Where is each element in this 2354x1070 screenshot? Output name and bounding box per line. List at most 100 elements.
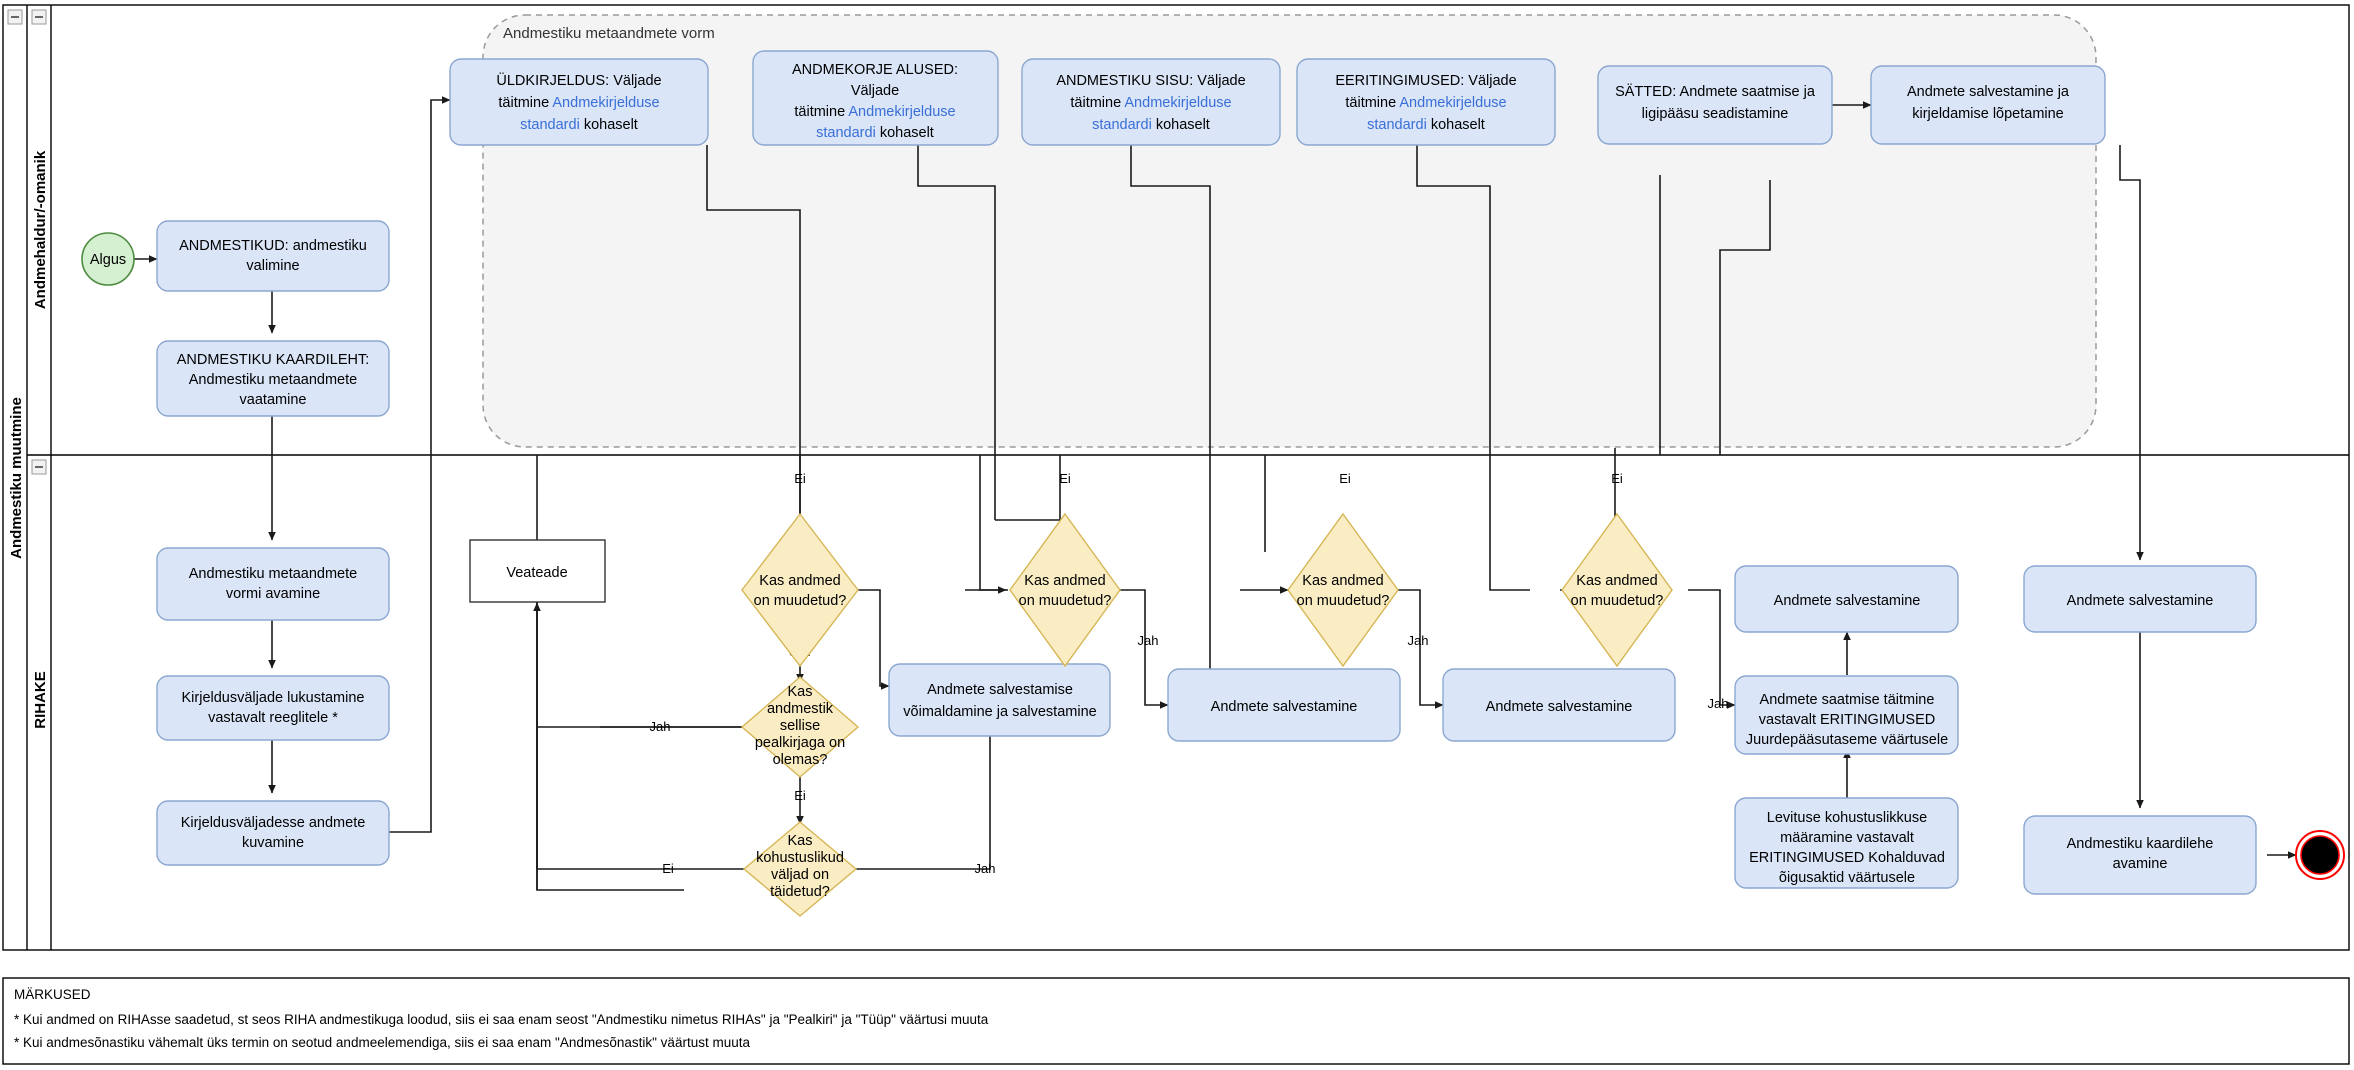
task-veateade-label: Veateade	[506, 565, 567, 581]
task-salvestamine-3-label: Andmete salvestamine	[1774, 593, 1921, 609]
lane-owner-collapse-toggle[interactable]	[31, 9, 47, 25]
gateway-muudetud-2-line2: on muudetud?	[1019, 593, 1112, 609]
task-eeritingimused-line1: EERITINGIMUSED: Väljade	[1335, 73, 1516, 89]
task-lopetamine-line1: Andmete salvestamine ja	[1907, 84, 2070, 100]
task-andmekorje-line1: ANDMEKORJE ALUSED:	[792, 62, 958, 78]
gateway-kohustuslikud-line2: kohustuslikud	[756, 850, 844, 866]
task-kuvamine-line1: Kirjeldusväljadesse andmete	[181, 815, 366, 831]
task-kaardileht-line1: ANDMESTIKU KAARDILEHT:	[177, 352, 370, 368]
task-andmekorje-line3: täitmine Andmekirjelduse	[794, 104, 955, 120]
task-levituse-line4: õigusaktid väärtusele	[1779, 870, 1915, 886]
gateway-kohustuslikud-line4: täidetud?	[770, 884, 830, 900]
task-andmekorje-line2: Väljade	[851, 83, 899, 99]
task-lukustamine[interactable]: Kirjeldusväljade lukustamine vastavalt r…	[156, 675, 390, 741]
task-andmestikud[interactable]: ANDMESTIKUD: andmestiku valimine	[156, 220, 390, 292]
edge-label-ei-3: Ei	[1339, 471, 1351, 486]
task-eeritingimused-line2: täitmine Andmekirjelduse	[1345, 95, 1506, 111]
task-andmestikud-line1: ANDMESTIKUD: andmestiku	[179, 238, 367, 254]
end-event[interactable]	[2295, 830, 2345, 880]
task-andmekorje[interactable]: ANDMEKORJE ALUSED: Väljade täitmine Andm…	[752, 50, 999, 146]
gateway-muudetud-3-line2: on muudetud?	[1297, 593, 1390, 609]
task-lukustamine-line1: Kirjeldusväljade lukustamine	[182, 690, 365, 706]
task-saatmise-line1: Andmete saatmise täitmine	[1760, 692, 1935, 708]
task-kaardileht-line2: Andmestiku metaandmete	[189, 372, 357, 388]
task-salvestamine-4[interactable]: Andmete salvestamine	[2023, 565, 2257, 633]
task-lopetamine[interactable]: Andmete salvestamine ja kirjeldamise lõp…	[1870, 65, 2106, 145]
edge-label-ei-pealkiri: Ei	[794, 788, 806, 803]
pool-collapse-toggle[interactable]	[7, 9, 23, 25]
task-levituse-line3: ERITINGIMUSED Kohalduvad	[1749, 850, 1945, 866]
task-sisu-line3: standardi kohaselt	[1092, 117, 1210, 133]
task-satted-line1: SÄTTED: Andmete saatmise ja	[1615, 83, 1816, 100]
gateway-pealkiri-line1: Kas	[788, 684, 813, 700]
start-event[interactable]: Algus	[81, 232, 135, 286]
task-uldkirjeldus-line1: ÜLDKIRJELDUS: Väljade	[496, 71, 661, 89]
task-uldkirjeldus[interactable]: ÜLDKIRJELDUS: Väljade täitmine Andmekirj…	[449, 58, 709, 146]
gateway-muudetud-3[interactable]: Kas andmed on muudetud?	[1287, 512, 1399, 668]
task-saatmise-taitmine[interactable]: Andmete saatmise täitmine vastavalt ERIT…	[1734, 675, 1959, 755]
task-salvestamise-voimaldamine[interactable]: Andmete salvestamise võimaldamine ja sal…	[888, 663, 1111, 737]
task-levituse-line1: Levituse kohustuslikkuse	[1767, 810, 1927, 826]
gateway-muudetud-4-line1: Kas andmed	[1576, 573, 1657, 589]
task-satted-line2: ligipääsu seadistamine	[1642, 106, 1789, 122]
edges	[134, 96, 2297, 891]
edge-label-jah-pealkiri: Jah	[650, 719, 671, 734]
gateway-muudetud-4[interactable]: Kas andmed on muudetud?	[1561, 512, 1673, 668]
task-kuvamine[interactable]: Kirjeldusväljadesse andmete kuvamine	[156, 800, 390, 866]
task-andmekorje-line4: standardi kohaselt	[816, 125, 934, 141]
gateway-muudetud-2[interactable]: Kas andmed on muudetud?	[1009, 512, 1121, 668]
task-salvestamine-2[interactable]: Andmete salvestamine	[1442, 668, 1676, 742]
lane-label-rihake: RIHAKE	[32, 671, 49, 729]
task-satted[interactable]: SÄTTED: Andmete saatmise ja ligipääsu se…	[1597, 65, 1833, 145]
gateway-muudetud-1[interactable]: Kas andmed on muudetud?	[741, 512, 859, 668]
notes-box: MÄRKUSED * Kui andmed on RIHAsse saadetu…	[2, 977, 2350, 1065]
task-kuvamine-line2: kuvamine	[242, 835, 304, 851]
task-salv-voimald-line2: võimaldamine ja salvestamine	[903, 704, 1096, 720]
task-levituse-line2: määramine vastavalt	[1780, 830, 1914, 846]
task-eeritingimused[interactable]: EERITINGIMUSED: Väljade täitmine Andmeki…	[1296, 58, 1556, 146]
gateway-pealkiri-olemas[interactable]: Kas andmestik sellise pealkirjaga on ole…	[740, 676, 860, 778]
task-salvestamine-2-label: Andmete salvestamine	[1486, 699, 1633, 715]
gateway-pealkiri-line4: pealkirjaga on	[755, 735, 845, 751]
task-salv-voimald-line1: Andmete salvestamise	[927, 682, 1073, 698]
gateway-kohustuslikud-valjad[interactable]: Kas kohustuslikud väljad on täidetud?	[742, 821, 858, 917]
task-sisu-line1: ANDMESTIKU SISU: Väljade	[1056, 73, 1245, 89]
task-uldkirjeldus-line3: standardi kohaselt	[520, 117, 638, 133]
gateway-kohustuslikud-line3: väljad on	[771, 867, 829, 883]
task-salvestamine-4-label: Andmete salvestamine	[2067, 593, 2214, 609]
task-andmestikud-line2: valimine	[246, 258, 299, 274]
task-veateade[interactable]: Veateade	[469, 539, 606, 603]
start-event-label: Algus	[90, 252, 126, 268]
edge-label-jah-4: Jah	[1708, 696, 1729, 711]
task-vormi-avamine-line1: Andmestiku metaandmete	[189, 566, 357, 582]
task-salvestamine-3[interactable]: Andmete salvestamine	[1734, 565, 1959, 633]
gateway-pealkiri-line2: andmestik	[767, 701, 834, 717]
gateway-muudetud-2-line1: Kas andmed	[1024, 573, 1105, 589]
task-levituse-kohustuslikkus[interactable]: Levituse kohustuslikkuse määramine vasta…	[1734, 797, 1959, 889]
task-kaardileht[interactable]: ANDMESTIKU KAARDILEHT: Andmestiku metaan…	[156, 340, 390, 417]
gateway-muudetud-4-line2: on muudetud?	[1571, 593, 1664, 609]
lane-rihake-collapse-toggle[interactable]	[31, 459, 47, 475]
task-saatmise-line2: vastavalt ERITINGIMUSED	[1759, 712, 1935, 728]
task-kaardilehe-avamine[interactable]: Andmestiku kaardilehe avamine	[2023, 815, 2257, 895]
gateway-muudetud-1-line2: on muudetud?	[754, 593, 847, 609]
edge-label-ei-1: Ei	[794, 471, 806, 486]
task-kaardilehe-av-line1: Andmestiku kaardilehe	[2067, 836, 2214, 852]
edge-label-ei-kohustuslikud: Ei	[662, 861, 674, 876]
task-kaardileht-line3: vaatamine	[240, 392, 307, 408]
notes-title: MÄRKUSED	[14, 987, 91, 1002]
gateway-pealkiri-line5: olemas?	[773, 752, 828, 768]
gateway-pealkiri-line3: sellise	[780, 718, 820, 734]
edge-label-jah-3: Jah	[1408, 633, 1429, 648]
task-lukustamine-line2: vastavalt reeglitele *	[208, 710, 338, 726]
gateway-muudetud-1-line1: Kas andmed	[759, 573, 840, 589]
gateway-muudetud-3-line1: Kas andmed	[1302, 573, 1383, 589]
task-eeritingimused-line3: standardi kohaselt	[1367, 117, 1485, 133]
edge-label-jah-kohustuslikud: Jah	[975, 861, 996, 876]
task-vormi-avamine[interactable]: Andmestiku metaandmete vormi avamine	[156, 547, 390, 621]
lane-label-owner: Andmehaldur/-omanik	[32, 150, 49, 309]
task-salvestamine-1[interactable]: Andmete salvestamine	[1167, 668, 1401, 742]
gateway-kohustuslikud-line1: Kas	[788, 833, 813, 849]
task-andmestiku-sisu[interactable]: ANDMESTIKU SISU: Väljade täitmine Andmek…	[1021, 58, 1281, 146]
task-lopetamine-line2: kirjeldamise lõpetamine	[1912, 106, 2064, 122]
